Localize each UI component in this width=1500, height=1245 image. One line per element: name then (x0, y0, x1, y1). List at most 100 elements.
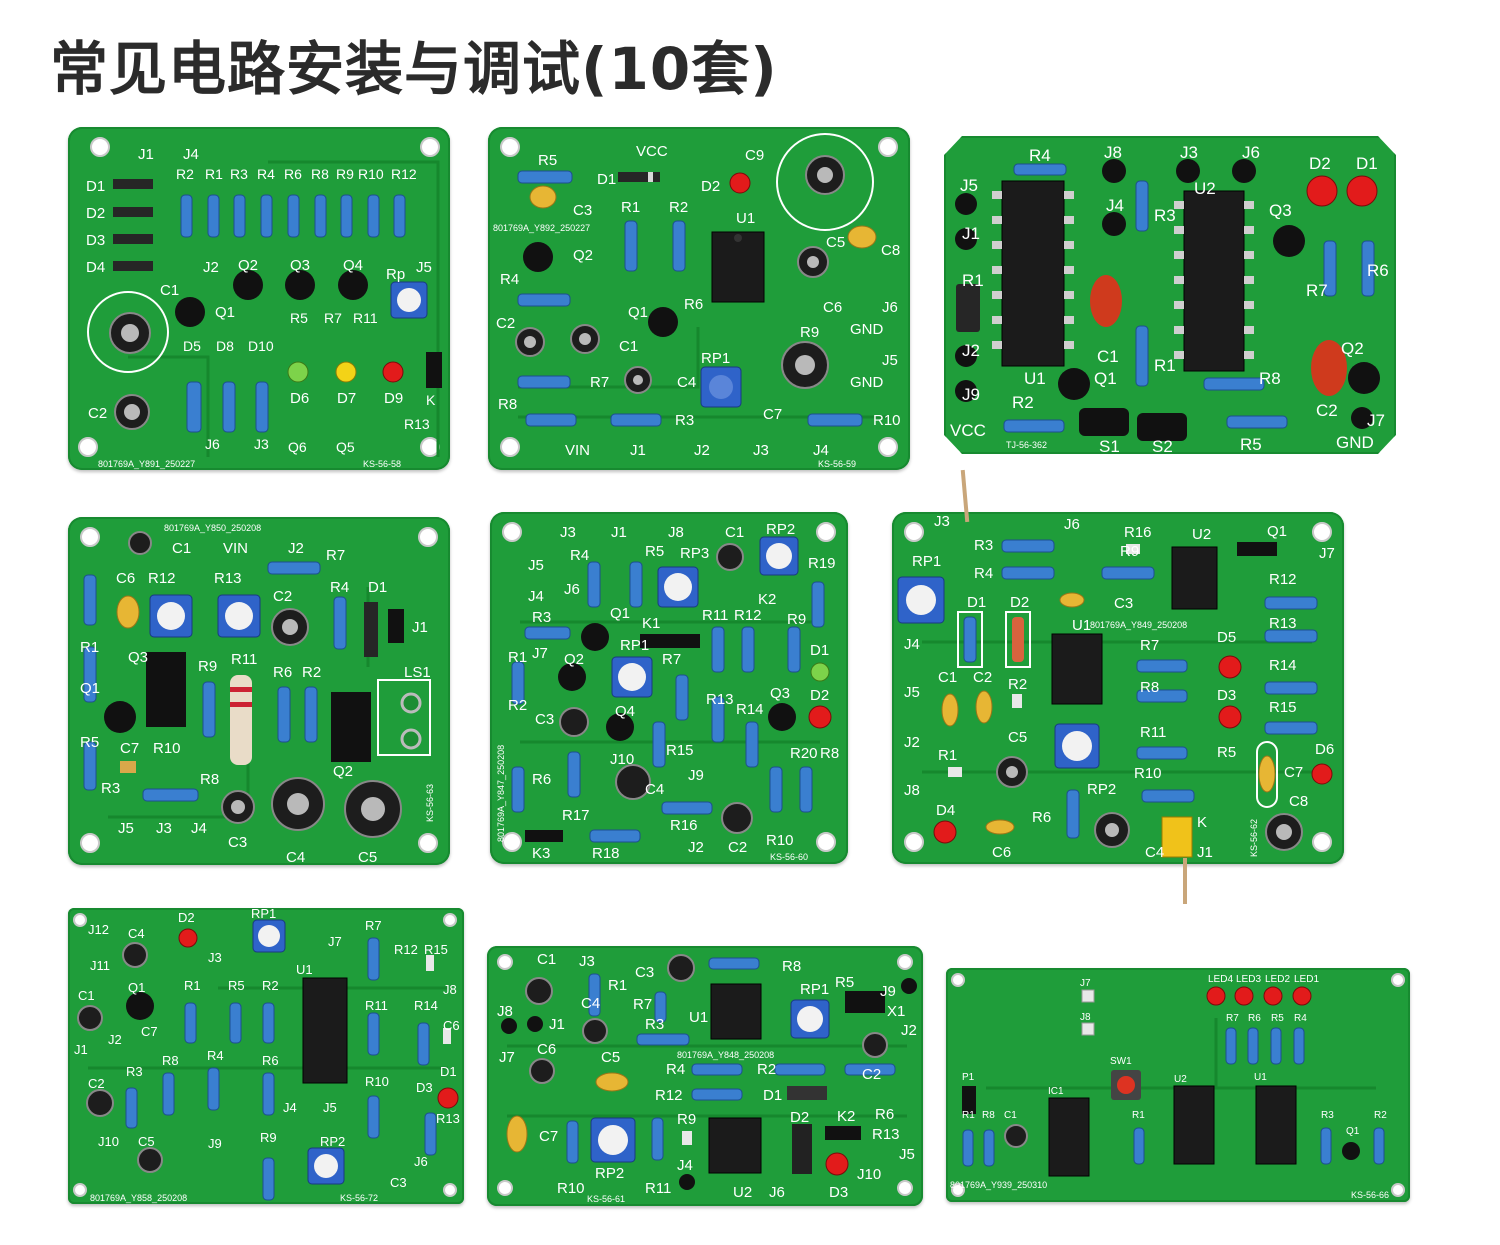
board-7-code: 801769A_Y858_250208 (90, 1193, 187, 1203)
svg-text:R3: R3 (101, 780, 120, 797)
svg-text:Q4: Q4 (343, 257, 363, 274)
svg-text:K3: K3 (532, 845, 550, 862)
svg-text:R1: R1 (608, 977, 627, 994)
board-4-model: KS-56-63 (425, 784, 435, 822)
svg-text:R6: R6 (262, 1053, 279, 1068)
svg-text:R11: R11 (702, 607, 728, 624)
svg-text:D1: D1 (86, 178, 105, 195)
svg-text:R7: R7 (1226, 1013, 1239, 1024)
svg-text:D5: D5 (183, 338, 201, 354)
svg-text:R7: R7 (662, 651, 681, 668)
svg-text:J8: J8 (443, 982, 457, 997)
board-9-code: 801769A_Y939_250310 (950, 1180, 1047, 1190)
svg-text:R12: R12 (148, 570, 176, 587)
resistor-column (180, 194, 406, 238)
svg-text:R8: R8 (200, 771, 219, 788)
svg-text:R15: R15 (1269, 699, 1297, 716)
svg-text:R2: R2 (757, 1061, 776, 1078)
svg-text:J5: J5 (323, 1100, 337, 1115)
svg-text:R5: R5 (228, 978, 245, 993)
svg-text:Q1: Q1 (128, 980, 145, 995)
svg-text:R14: R14 (1269, 657, 1297, 674)
svg-text:C2: C2 (496, 315, 515, 332)
svg-text:LS1: LS1 (404, 664, 431, 681)
svg-text:GND: GND (1336, 433, 1374, 452)
svg-text:C3: C3 (1114, 595, 1133, 612)
svg-text:R3: R3 (645, 1016, 664, 1033)
svg-text:R7: R7 (633, 996, 652, 1013)
svg-text:R3: R3 (230, 166, 248, 182)
svg-text:C7: C7 (120, 740, 139, 757)
svg-text:C2: C2 (973, 669, 992, 686)
board-6-model: KS-56-62 (1249, 819, 1259, 857)
svg-text:R1: R1 (205, 166, 223, 182)
svg-text:Q1: Q1 (215, 304, 235, 321)
page-title: 常见电路安装与调试(10套) (50, 35, 778, 103)
svg-text:J8: J8 (1080, 1012, 1091, 1023)
svg-text:R7: R7 (326, 547, 345, 564)
svg-text:S1: S1 (1099, 437, 1120, 454)
svg-text:R13: R13 (872, 1126, 900, 1143)
svg-text:LED1: LED1 (1294, 974, 1319, 985)
board-4-code: 801769A_Y850_250208 (164, 523, 261, 533)
svg-text:R5: R5 (835, 974, 854, 991)
svg-text:J3: J3 (208, 950, 222, 965)
svg-text:D3: D3 (416, 1080, 433, 1095)
svg-text:R17: R17 (562, 807, 590, 824)
svg-text:J3: J3 (753, 442, 769, 459)
svg-text:J4: J4 (677, 1157, 693, 1174)
svg-text:R11: R11 (645, 1180, 671, 1197)
svg-text:J5: J5 (118, 820, 134, 837)
svg-text:J6: J6 (1064, 516, 1080, 533)
svg-text:C6: C6 (537, 1041, 556, 1058)
svg-text:C2: C2 (88, 1076, 105, 1091)
svg-text:C4: C4 (581, 995, 600, 1012)
svg-text:J4: J4 (183, 146, 199, 163)
svg-text:RP1: RP1 (912, 553, 941, 570)
svg-text:J8: J8 (668, 524, 684, 541)
svg-text:C6: C6 (992, 844, 1011, 861)
svg-text:C7: C7 (1284, 764, 1303, 781)
svg-text:R1: R1 (508, 649, 527, 666)
svg-text:R1: R1 (1154, 356, 1176, 375)
svg-text:K: K (1197, 814, 1207, 831)
svg-text:J9: J9 (688, 767, 704, 784)
board-5-model: KS-56-60 (770, 852, 808, 862)
svg-text:RP1: RP1 (620, 637, 649, 654)
svg-text:R4: R4 (207, 1048, 224, 1063)
svg-text:R11: R11 (365, 998, 388, 1013)
svg-text:R15: R15 (666, 742, 694, 759)
svg-text:J3: J3 (560, 524, 576, 541)
svg-text:J8: J8 (1104, 143, 1122, 162)
svg-text:R6: R6 (532, 771, 551, 788)
svg-text:P1: P1 (962, 1072, 975, 1083)
svg-text:U2: U2 (1192, 526, 1211, 543)
svg-text:C2: C2 (862, 1066, 881, 1083)
svg-text:R7: R7 (1306, 281, 1328, 300)
svg-text:Q2: Q2 (564, 651, 584, 668)
svg-text:R3: R3 (532, 609, 551, 626)
svg-text:Q3: Q3 (770, 685, 790, 702)
svg-text:R11: R11 (231, 651, 257, 668)
svg-text:U1: U1 (1254, 1072, 1267, 1083)
svg-text:D5: D5 (1217, 629, 1236, 646)
svg-text:C3: C3 (573, 202, 592, 219)
svg-text:R8: R8 (782, 958, 801, 975)
svg-text:R12: R12 (1269, 571, 1297, 588)
svg-text:R8: R8 (311, 166, 329, 182)
svg-text:RP1: RP1 (701, 350, 730, 367)
svg-text:U1: U1 (1072, 617, 1091, 634)
svg-text:D2: D2 (810, 687, 829, 704)
svg-text:J2: J2 (203, 259, 219, 276)
svg-text:J6: J6 (882, 299, 898, 316)
svg-text:Rp: Rp (386, 266, 405, 283)
svg-text:R18: R18 (592, 845, 620, 862)
svg-text:R4: R4 (666, 1061, 685, 1078)
board-7-model: KS-56-72 (340, 1193, 378, 1203)
svg-text:Q3: Q3 (128, 649, 148, 666)
